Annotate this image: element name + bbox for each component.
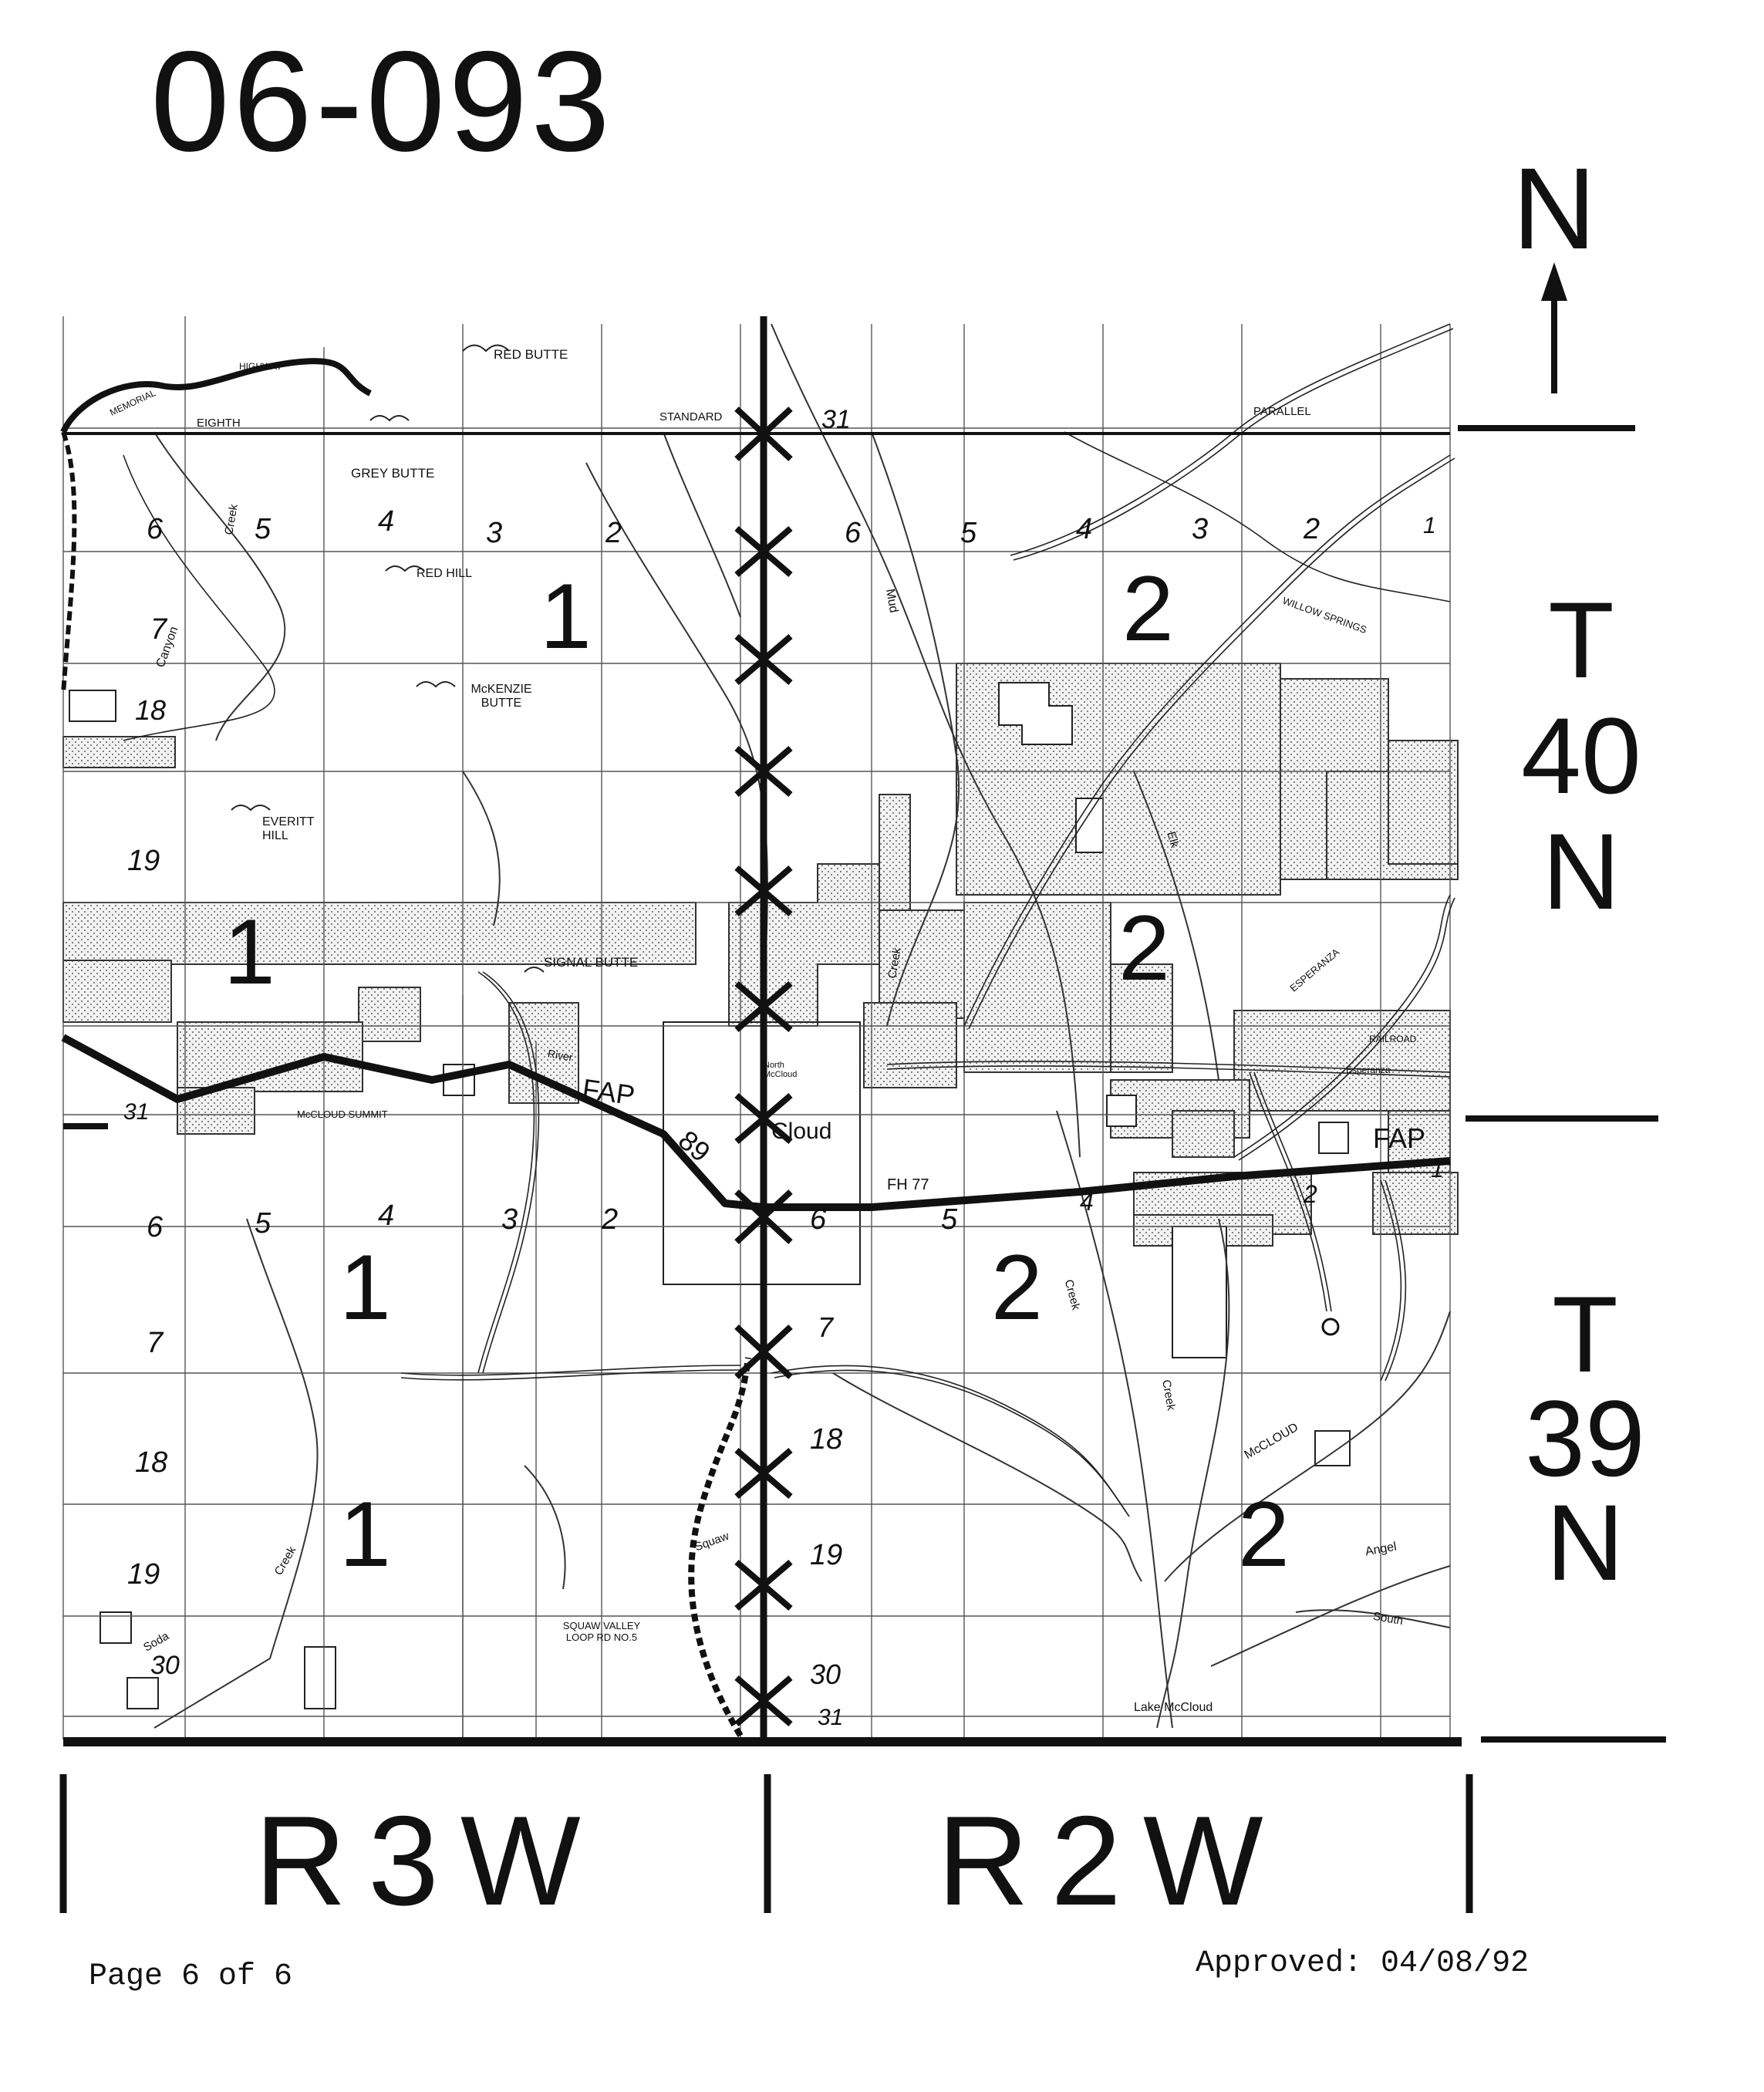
section-number: 5 (255, 1207, 272, 1240)
zone-label: 1 (339, 1483, 391, 1586)
place-label: EIGHTH (197, 417, 241, 430)
section-number: 6 (845, 517, 862, 549)
highway-memorial (60, 358, 372, 434)
route-label-fh: FH 77 (887, 1176, 929, 1193)
section-number: 2 (1304, 513, 1320, 545)
place-label: SQUAW VALLEY LOOP RD NO.5 (562, 1620, 641, 1643)
section-number: 31 (821, 405, 851, 434)
section-number: 31 (123, 1099, 150, 1125)
section-number: 19 (127, 845, 160, 877)
railroad-west (61, 431, 77, 695)
section-number: 5 (941, 1203, 958, 1236)
township-label-t40n: T 40 N (1521, 579, 1641, 932)
section-number: 4 (378, 1200, 395, 1232)
place-label: Esperanza (1346, 1065, 1391, 1075)
north-label: N (1512, 143, 1597, 273)
section-number: 31 (818, 1705, 844, 1730)
zone-label: 2 (1122, 557, 1174, 660)
place-label: RED BUTTE (494, 347, 568, 362)
section-number: 4 (1076, 513, 1093, 545)
section-number: 19 (127, 1558, 160, 1591)
section-number: 19 (810, 1539, 843, 1571)
page-label: Page 6 of 6 (89, 1959, 293, 1994)
place-label: GREY BUTTE (351, 466, 435, 481)
butte-markers (231, 344, 545, 973)
zone-label: 2 (1118, 896, 1170, 1000)
section-number: 7 (150, 613, 167, 646)
section-number: 5 (255, 513, 272, 545)
section-number: 6 (810, 1203, 827, 1236)
section-number: 2 (602, 1203, 619, 1236)
place-label: EVERITT HILL (262, 815, 315, 842)
place-label: McKENZIE BUTTE (471, 683, 532, 710)
place-label: RAILROAD (1369, 1034, 1417, 1044)
section-number: 7 (818, 1311, 834, 1343)
zone-label: 2 (1238, 1483, 1290, 1586)
place-label: PARALLEL (1253, 405, 1311, 418)
railroad (688, 1357, 751, 1738)
range-label-r2w: R2W (937, 1790, 1285, 1932)
boundary-x-markers (734, 407, 793, 1727)
section-number: 3 (501, 1203, 518, 1236)
private-parcels (69, 682, 1351, 1709)
zone-label: 2 (991, 1236, 1043, 1339)
section-number: 6 (147, 513, 164, 545)
stippled-parcels (62, 663, 1459, 1247)
streams (153, 323, 1451, 1729)
section-number: 5 (960, 517, 977, 549)
section-number: 30 (150, 1651, 180, 1680)
section-number: 18 (135, 694, 167, 726)
section-number: 18 (135, 1446, 168, 1479)
section-number: 18 (810, 1423, 843, 1456)
section-number: 3 (486, 517, 503, 549)
place-label: McCLOUD SUMMIT (297, 1108, 388, 1120)
place-label: HIGHWAY (239, 361, 282, 372)
section-number: 1 (1431, 1157, 1444, 1183)
north-arrow: N (1496, 150, 1612, 405)
section-number: 3 (1192, 513, 1209, 545)
zone-label: 1 (540, 565, 592, 668)
place-label: North McCloud (764, 1061, 798, 1079)
section-number: 7 (147, 1327, 164, 1359)
secondary-roads (123, 323, 1455, 1517)
zone-label: 1 (339, 1236, 391, 1339)
section-number: 4 (378, 505, 395, 538)
route-label-fap-east: FAP (1373, 1122, 1426, 1154)
place-label: SIGNAL BUTTE (544, 955, 639, 970)
section-grid (62, 316, 1451, 1739)
section-number: 1 (1423, 513, 1436, 538)
zone-label: 1 (224, 900, 275, 1004)
section-number: 2 (605, 517, 622, 549)
approved-label: Approved: 04/08/92 (1196, 1946, 1530, 1981)
place-label: Lake McCloud (1134, 1701, 1213, 1714)
range-label-r3w: R3W (255, 1790, 602, 1932)
document-id: 06-093 (150, 22, 614, 181)
lake-marker (1321, 1318, 1340, 1336)
township-label-t39n: T 39 N (1525, 1274, 1645, 1603)
section-number: 2 (1304, 1180, 1317, 1208)
north-arrow-icon (1541, 262, 1567, 393)
highway-fap-89 (61, 1034, 1451, 1211)
section-number: 4 (1080, 1188, 1094, 1216)
section-number: 6 (147, 1211, 164, 1243)
place-label: STANDARD (659, 410, 723, 423)
place-label: RED HILL (417, 567, 473, 580)
section-number: 30 (810, 1658, 842, 1690)
town-label: Cloud (771, 1119, 832, 1144)
